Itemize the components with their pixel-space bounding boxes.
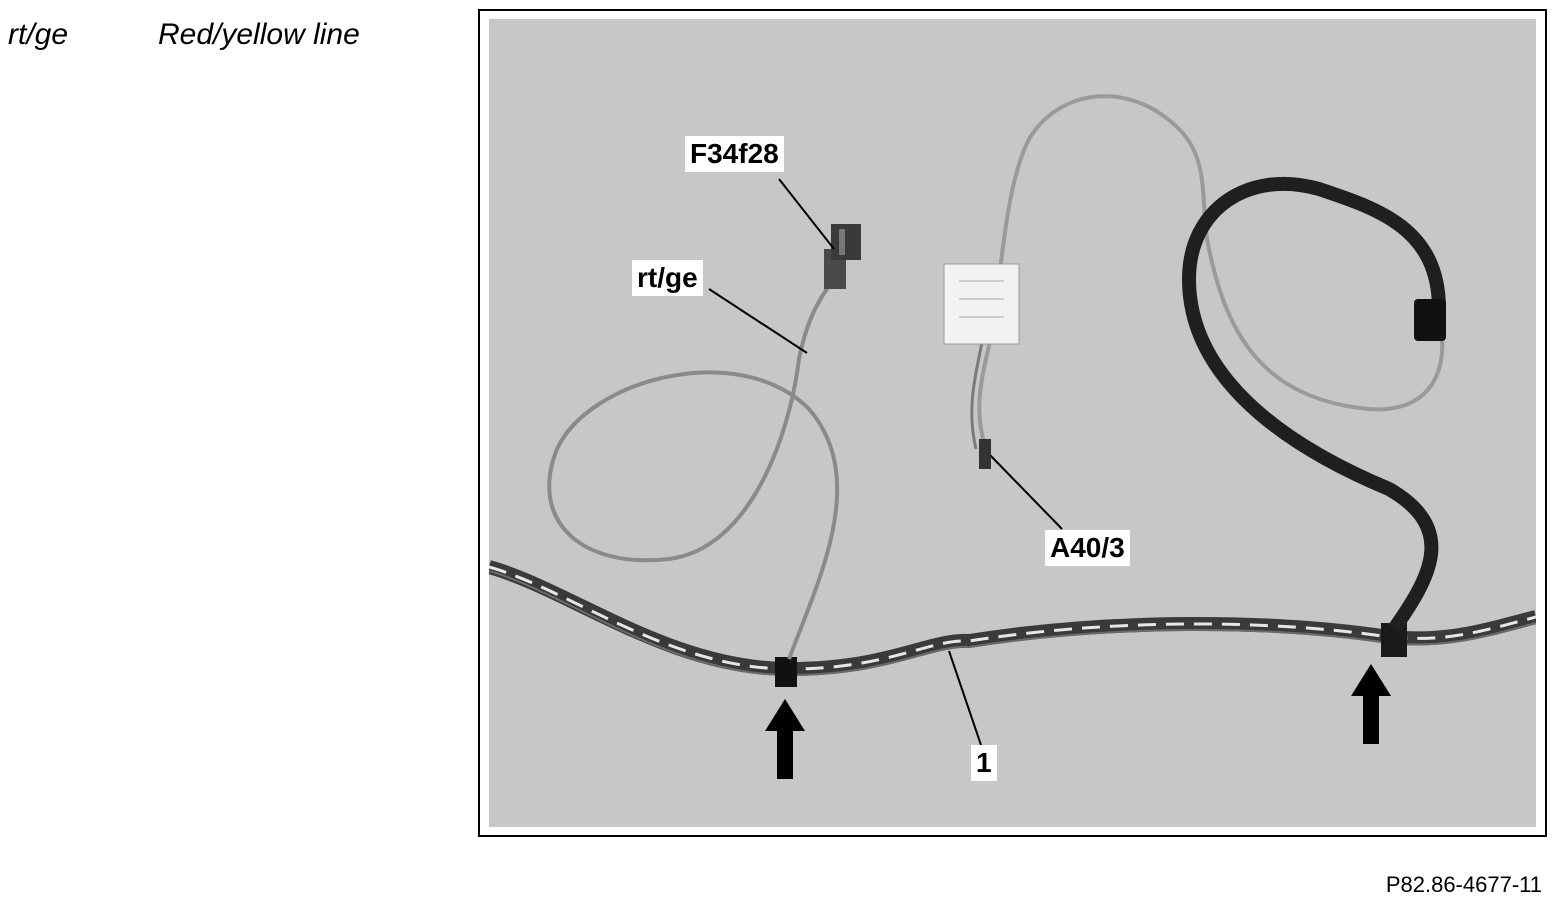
up-arrow-icon — [765, 699, 805, 779]
wiring-harness-illustration — [489, 94, 1536, 746]
dark-harness-branch — [1181, 176, 1446, 634]
wiring-harness-photo: F34f28 rt/ge A40/3 1 — [489, 19, 1536, 827]
component-wire — [977, 94, 1445, 450]
figure-frame: F34f28 rt/ge A40/3 1 — [478, 9, 1547, 837]
component-connector-module — [943, 263, 1020, 345]
legend-abbreviation: rt/ge — [8, 18, 69, 51]
figure-reference: P82.86-4677-11 — [1385, 872, 1542, 897]
main-harness-bundle — [489, 560, 1536, 677]
callout-harness: 1 — [971, 745, 997, 781]
harness-clip-left — [775, 657, 797, 687]
up-arrow-icon — [1351, 664, 1391, 744]
red-yellow-wire — [547, 277, 840, 660]
legend-description: Red/yellow line — [158, 18, 360, 51]
callout-wire-color: rt/ge — [632, 260, 703, 296]
callout-component: A40/3 — [1045, 530, 1130, 566]
callout-fuse: F34f28 — [685, 136, 784, 172]
